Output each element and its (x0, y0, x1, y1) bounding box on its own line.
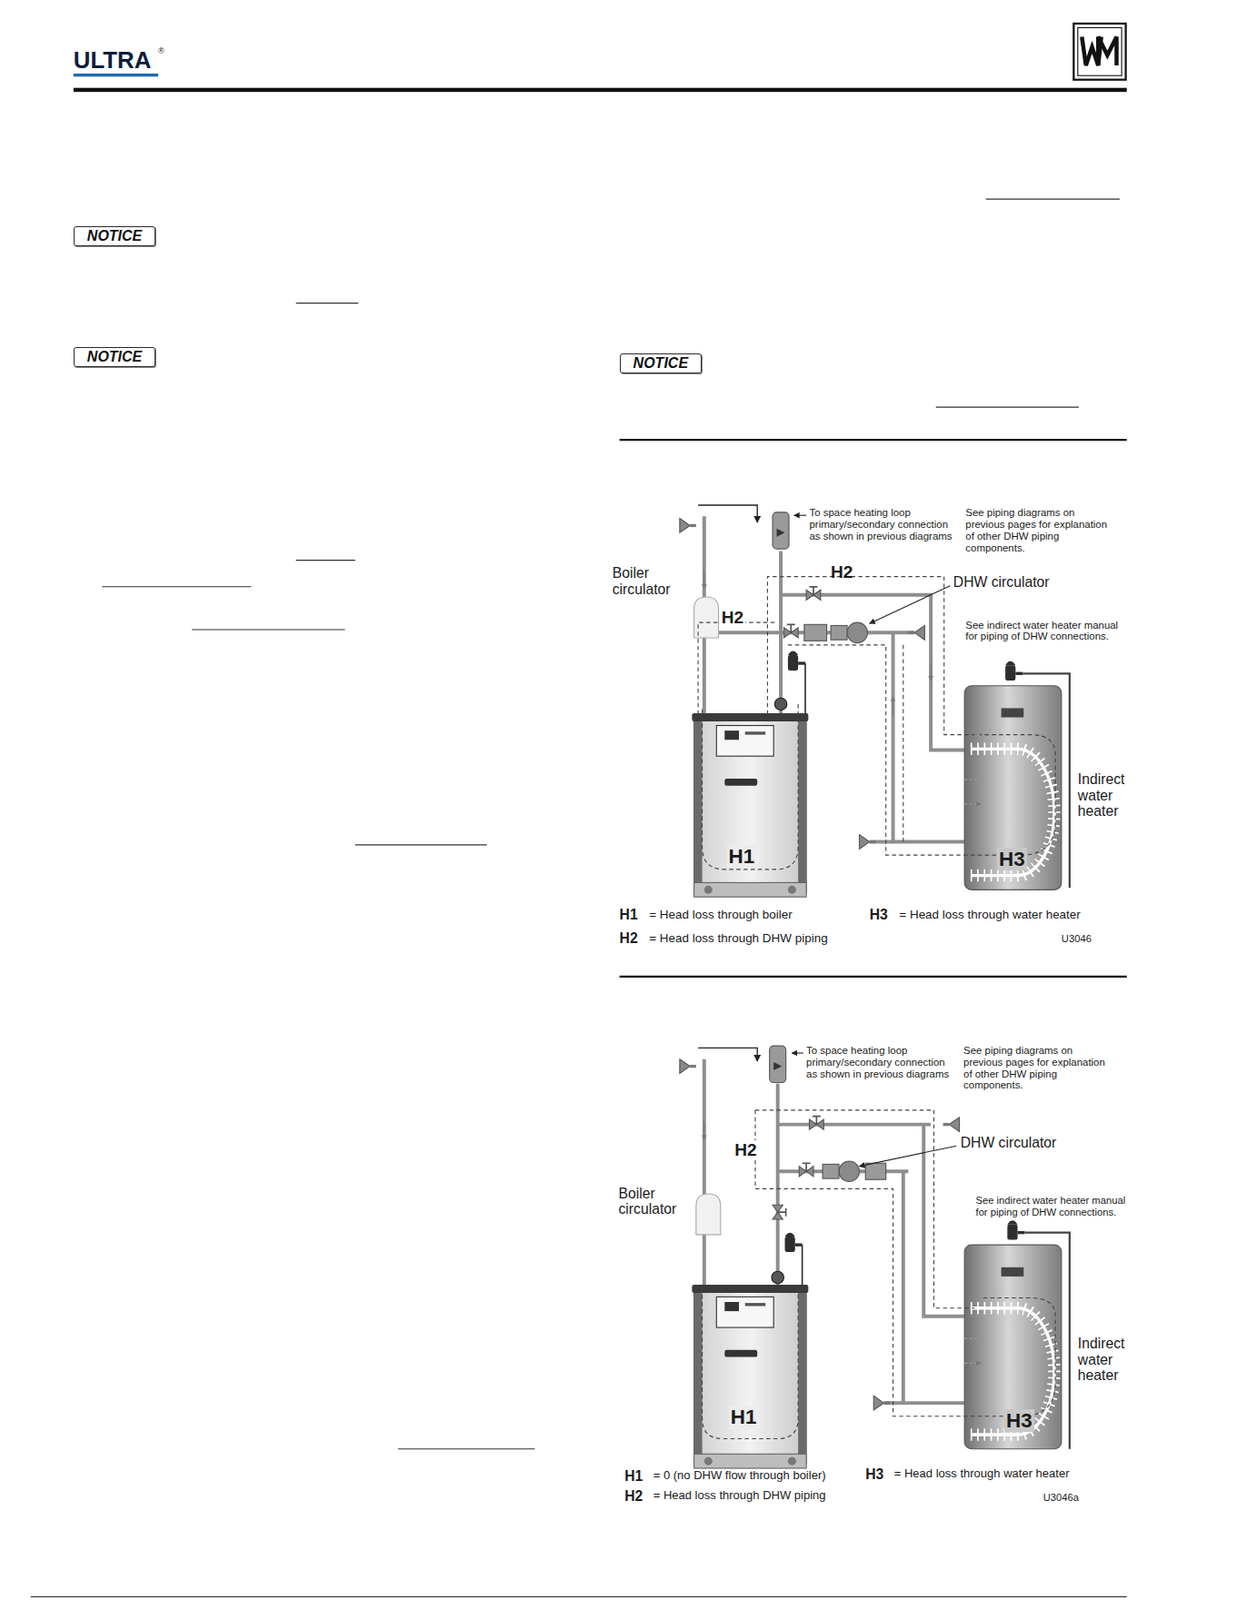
head-loss-callout: H2 (732, 1140, 759, 1160)
part-label: Boiler circulator (612, 565, 690, 598)
notice-box: NOTICE (73, 226, 156, 247)
legend-key: H2 (624, 1488, 643, 1506)
legend-text: = Head loss through DHW piping (648, 931, 828, 946)
part-label: Indirect water heater (1077, 771, 1139, 820)
trademark: ® (158, 46, 165, 56)
note-text: See piping diagrams on previous pages fo… (963, 1045, 1107, 1092)
head-loss-callout: H3 (997, 847, 1028, 871)
legend-text: = Head loss through boiler (648, 907, 793, 922)
head-loss-callout: H3 (1004, 1409, 1035, 1433)
legend-text: = 0 (no DHW flow through boiler) (653, 1469, 827, 1484)
part-label: Boiler circulator (618, 1186, 697, 1218)
notice-box: NOTICE (619, 353, 702, 374)
note-text: To space heating loop primary/secondary … (808, 507, 954, 542)
head-loss-callout: H1 (728, 1406, 759, 1429)
legend-text: = Head loss through water heater (898, 907, 1081, 922)
legend-text: = Head loss through DHW piping (653, 1489, 827, 1504)
legend-text: = Head loss through water heater (894, 1467, 1070, 1482)
notice-text: NOTICE (74, 348, 155, 367)
figure-code: U3046 (1061, 933, 1092, 946)
notice-text: NOTICE (74, 227, 155, 246)
logo-text: ULTRA (73, 47, 152, 74)
note-text: See indirect water heater manual for pip… (965, 619, 1124, 644)
note-text: See indirect water heater manual for pip… (976, 1195, 1129, 1218)
part-label: DHW circulator (953, 574, 1050, 591)
head-loss-callout: H1 (727, 845, 758, 868)
part-label: DHW circulator (960, 1135, 1058, 1152)
legend-key: H3 (869, 907, 888, 924)
legend-key: H3 (865, 1466, 884, 1484)
legend-key: H1 (619, 907, 639, 924)
notice-box: NOTICE (73, 347, 156, 368)
note-text: See piping diagrams on previous pages fo… (965, 507, 1108, 554)
figure-code: U3046a (1043, 1492, 1079, 1505)
legend-key: H1 (624, 1468, 643, 1486)
head-loss-callout: H2 (830, 562, 853, 582)
part-label: Indirect water heater (1077, 1336, 1139, 1385)
note-text: To space heating loop primary/secondary … (806, 1045, 951, 1080)
head-loss-callout: H2 (719, 608, 746, 628)
notice-text: NOTICE (620, 354, 701, 373)
legend-key: H2 (619, 930, 639, 948)
